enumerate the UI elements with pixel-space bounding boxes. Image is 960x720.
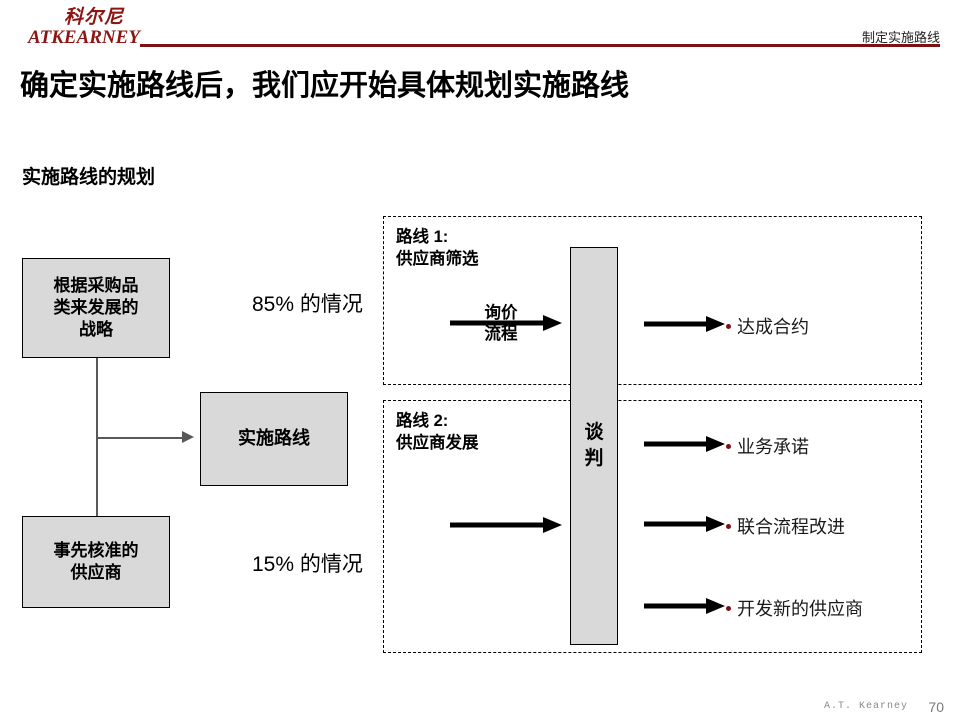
logo-chinese-text: 科尔尼: [64, 7, 125, 28]
atkearney-logo: 科尔尼 ATKEARNEY: [28, 8, 148, 50]
label-route-2-line1: 路线 2:: [396, 412, 449, 430]
box-implementation-route-label: 实施路线: [238, 428, 310, 449]
box-strategy: 根据采购品类来发展的战略: [22, 258, 170, 358]
outcome-commitment: 业务承诺: [726, 433, 809, 459]
label-inquiry-line1: 询价: [484, 304, 518, 322]
outcome-commitment-label: 业务承诺: [737, 437, 809, 457]
box-implementation-route: 实施路线: [200, 392, 348, 486]
label-route-2: 路线 2: 供应商发展: [396, 410, 479, 455]
label-percent-15: 15% 的情况: [252, 553, 363, 576]
section-subtitle: 实施路线的规划: [22, 167, 156, 188]
label-arrow-inquiry-process: 询价 流程: [465, 303, 537, 346]
box-negotiation: 谈 判: [570, 247, 618, 645]
arrow-outcome-contract: [644, 316, 725, 332]
label-route-2-line2: 供应商发展: [396, 434, 479, 453]
label-percent-85: 85% 的情况: [252, 293, 363, 316]
bullet-dot-icon: [726, 605, 731, 611]
arrow-outcome-new-supplier: [644, 598, 725, 614]
logo-english-text: ATKEARNEY: [28, 27, 140, 48]
arrow-outcome-commitment: [644, 436, 725, 452]
outcome-new-supplier-label: 开发新的供应商: [737, 599, 863, 619]
bullet-dot-icon: [726, 523, 731, 529]
outcome-contract: 达成合约: [726, 313, 809, 339]
connector-horizontal-to-route: [96, 437, 188, 439]
box-approved-supplier: 事先核准的供应商: [22, 516, 170, 608]
footer-page-number: 70: [928, 699, 944, 715]
box-negotiation-label: 谈 判: [584, 420, 603, 471]
footer-brand: A.T. Kearney: [823, 701, 908, 712]
connector-arrowhead-to-route: [182, 431, 194, 443]
label-route-1: 路线 1: 供应商筛选: [396, 226, 479, 271]
label-inquiry-line2: 流程: [484, 325, 518, 344]
outcome-contract-label: 达成合约: [737, 317, 809, 337]
negotiation-char-1: 谈: [584, 422, 604, 444]
outcome-new-supplier: 开发新的供应商: [726, 595, 863, 621]
outcome-process-label: 联合流程改进: [737, 517, 845, 537]
negotiation-char-2: 判: [584, 448, 604, 469]
panel-route-2: [383, 400, 922, 653]
header-rule-divider: [140, 44, 940, 47]
panel-route-1: [383, 216, 922, 385]
page-title: 确定实施路线后，我们应开始具体规划实施路线: [20, 70, 630, 102]
box-strategy-label: 根据采购品类来发展的战略: [53, 276, 139, 339]
bullet-dot-icon: [726, 323, 731, 329]
box-approved-supplier-label: 事先核准的供应商: [53, 541, 139, 582]
outcome-process: 联合流程改进: [726, 513, 845, 539]
arrow-route-1-inbound: [450, 315, 562, 331]
arrow-route-2-inbound: [450, 517, 562, 533]
label-route-1-line1: 路线 1:: [396, 228, 449, 246]
header-section-label: 制定实施路线: [861, 30, 940, 45]
bullet-dot-icon: [726, 443, 731, 449]
label-route-1-line2: 供应商筛选: [396, 250, 479, 269]
arrow-outcome-process: [644, 516, 725, 532]
